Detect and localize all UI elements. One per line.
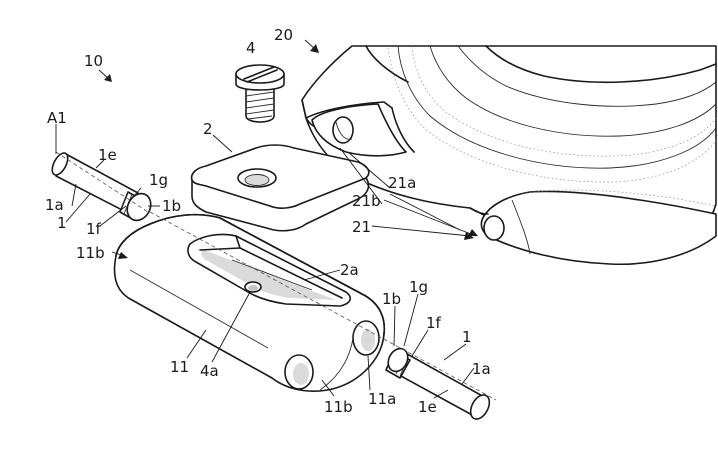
label-1-right: 1 (462, 328, 472, 346)
label-11b-bottom: 11b (324, 398, 353, 416)
pin-1-left (51, 152, 152, 222)
label-2a: 2a (340, 261, 359, 279)
label-1e-left: 1e (98, 146, 117, 164)
label-1f-right: 1f (426, 314, 442, 332)
label-11: 11 (170, 358, 189, 376)
label-4a: 4a (200, 362, 219, 380)
label-a1: A1 (47, 109, 67, 127)
label-1b-right: 1b (382, 290, 401, 308)
label-20: 20 (274, 26, 293, 44)
label-21: 21 (352, 218, 371, 236)
label-2: 2 (203, 120, 213, 138)
leader-lines (65, 39, 478, 399)
label-4: 4 (246, 39, 256, 57)
label-1b-left: 1b (162, 197, 181, 215)
screw-4 (235, 64, 285, 123)
label-11a: 11a (368, 390, 396, 408)
label-1f-left: 1f (86, 220, 102, 238)
label-21b: 21b (352, 192, 381, 210)
label-21a: 21a (388, 174, 416, 192)
label-1a-left: 1a (45, 196, 64, 214)
axis-a1 (55, 124, 497, 401)
label-1g-left: 1g (149, 171, 168, 189)
label-1g-right: 1g (409, 278, 428, 296)
body-11 (113, 213, 386, 392)
label-1a-right: 1a (472, 360, 491, 378)
label-10: 10 (84, 52, 103, 70)
label-1-left: 1 (57, 214, 67, 232)
label-11b-top: 11b (76, 244, 105, 262)
ring-housing-20 (301, 45, 717, 266)
pin-1-right (385, 347, 491, 420)
reference-labels: 10 20 4 2 A1 1e 1g 1a 1b 1 1f 11b 2a 21a… (45, 26, 491, 416)
label-1e-right: 1e (418, 398, 437, 416)
